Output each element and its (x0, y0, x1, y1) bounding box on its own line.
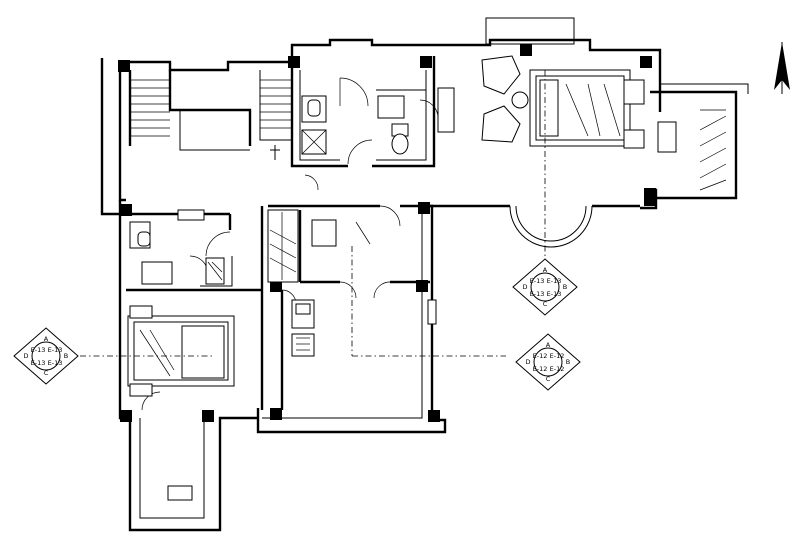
marker-label-ne: E-12 (550, 352, 565, 360)
elevation-marker-west: A D B C E-13 E-13 E-13 E-13 (13, 327, 79, 385)
marker-label-bottom: C (44, 369, 49, 377)
marker-label-bottom: C (546, 375, 551, 383)
marker-label-left: D (23, 352, 28, 360)
master-bedroom (481, 55, 727, 191)
marker-label-se: E-13 (547, 290, 562, 298)
elevation-marker-east-upper: A D B C E-13 E-13 E-13 E-13 (512, 258, 578, 316)
interior-walls (126, 56, 436, 410)
second-bedroom (127, 305, 235, 397)
marker-label-right: B (563, 283, 567, 291)
section-lines (80, 70, 546, 357)
marker-label-sw: E-13 (31, 359, 46, 367)
marker-label-ne: E-13 (547, 277, 562, 285)
exterior-walls (100, 17, 749, 532)
marker-label-right: B (64, 352, 68, 360)
staircase (130, 79, 292, 160)
marker-label-nw: E-13 (530, 277, 545, 285)
marker-label-bottom: C (543, 300, 548, 308)
marker-label-nw: E-13 (31, 346, 46, 354)
kitchen-fixtures (167, 209, 437, 501)
marker-label-right: B (566, 358, 570, 366)
marker-label-left: D (525, 358, 530, 366)
marker-label-sw: E-12 (533, 365, 548, 373)
marker-label-left: D (522, 283, 527, 291)
bathroom-fixtures (129, 87, 455, 285)
marker-label-top: A (546, 341, 551, 349)
marker-label-sw: E-13 (530, 290, 545, 298)
north-arrow-icon (774, 42, 790, 94)
marker-label-top: A (543, 266, 548, 274)
elevation-marker-east-lower: A D B C E-12 E-12 E-12 E-12 (515, 333, 581, 391)
marker-label-ne: E-13 (48, 346, 63, 354)
marker-label-nw: E-12 (533, 352, 548, 360)
marker-label-se: E-12 (550, 365, 565, 373)
marker-label-top: A (44, 335, 49, 343)
marker-label-se: E-13 (48, 359, 63, 367)
